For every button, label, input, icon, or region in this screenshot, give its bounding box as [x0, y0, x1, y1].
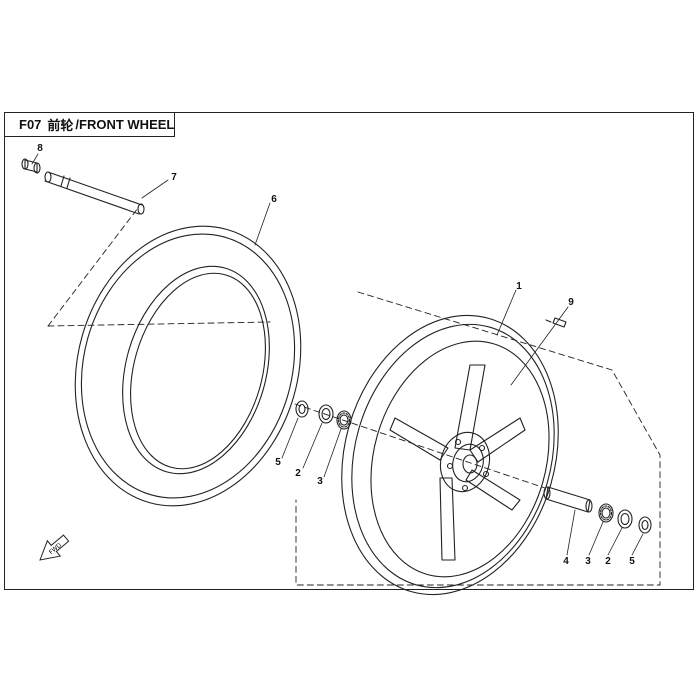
forward-arrow-icon: FWD	[39, 534, 70, 561]
axle-part	[44, 171, 145, 215]
callout-5-left: 5	[275, 457, 281, 468]
right-bearing	[598, 503, 614, 523]
callout-3-left: 3	[317, 476, 323, 487]
axle-nut-part	[21, 158, 41, 174]
left-dust-seal	[318, 404, 334, 424]
wheel-rim-part	[341, 314, 559, 596]
title-english: /FRONT WHEEL	[75, 117, 175, 132]
callout-9: 9	[568, 297, 574, 308]
wheel-assembly-dashed-boundary	[47, 291, 661, 586]
callout-7: 7	[171, 172, 177, 183]
callout-4: 4	[563, 556, 569, 567]
left-spacer-collar	[295, 400, 309, 418]
callout-6: 6	[271, 194, 277, 205]
tire-group-dashed-line	[47, 207, 139, 327]
leader-lines	[31, 153, 644, 556]
callout-5-right: 5	[629, 556, 635, 567]
distance-collar-part	[543, 486, 593, 513]
callout-2-right: 2	[605, 556, 611, 567]
page-title: F07 前轮 /FRONT WHEEL	[5, 113, 175, 137]
diagram-code: F07	[19, 117, 42, 132]
title-chinese: 前轮	[47, 119, 74, 134]
diagram-frame	[4, 112, 694, 590]
callout-2-left: 2	[295, 468, 301, 479]
right-dust-seal	[617, 509, 633, 529]
valve-part	[545, 317, 567, 328]
callout-8: 8	[37, 143, 43, 154]
callout-3-right: 3	[585, 556, 591, 567]
tire-part	[74, 225, 302, 507]
callout-1: 1	[516, 281, 522, 292]
right-spacer-collar	[638, 516, 652, 534]
